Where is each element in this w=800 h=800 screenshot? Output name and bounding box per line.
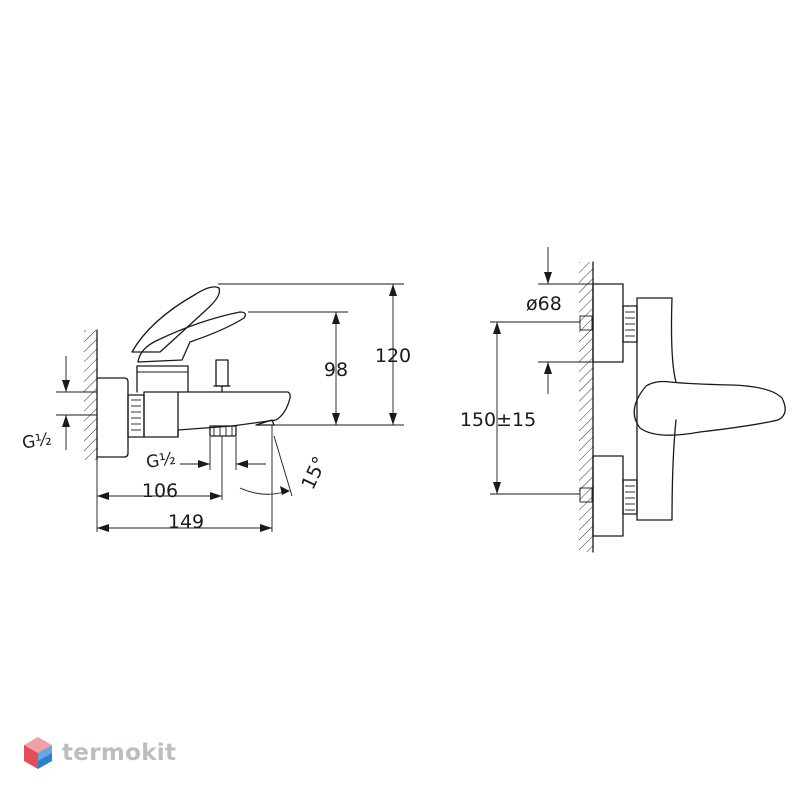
wall-rosette <box>96 377 129 458</box>
front-view: ø68 150±15 <box>460 247 786 553</box>
wall-hatch-right <box>579 262 593 552</box>
diverter-knob <box>215 359 229 387</box>
spout-tip <box>255 419 275 426</box>
side-view: 98 120 G½ G½ 106 149 <box>21 283 411 533</box>
lever-base <box>137 311 246 363</box>
bottom-outlet <box>209 425 237 437</box>
dim-98-label: 98 <box>324 359 348 381</box>
front-lever <box>633 380 786 436</box>
cartridge-housing <box>136 365 189 393</box>
side-connector <box>127 394 145 438</box>
dim-120-label: 120 <box>375 345 411 367</box>
brand-name: termokit <box>62 740 177 766</box>
mixer-body <box>143 391 291 438</box>
thread-bottom-label: G½ <box>145 449 177 473</box>
dim-diameter-label: ø68 <box>526 293 562 315</box>
front-body <box>636 297 677 521</box>
brand-logo: termokit <box>22 735 176 771</box>
angle-15-label: 15° <box>297 453 331 493</box>
dim-149-label: 149 <box>168 511 204 533</box>
dim-center-distance-label: 150±15 <box>460 409 536 431</box>
wall-hatch-left <box>84 330 97 460</box>
rosette-bottom <box>592 455 624 537</box>
dim-106-label: 106 <box>142 480 178 502</box>
rosette-top <box>592 283 624 363</box>
nut-bottom <box>622 479 638 515</box>
brand-cube-icon <box>24 737 52 769</box>
lever-handle <box>131 286 221 353</box>
thread-wall-label: G½ <box>21 429 53 453</box>
